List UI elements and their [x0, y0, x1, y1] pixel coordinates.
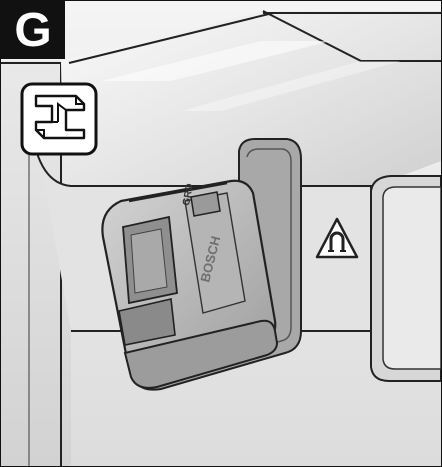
magnet-warning-icon [315, 217, 359, 259]
device-button-label: GRD [181, 183, 196, 207]
steel-i-beam-icon [20, 82, 98, 156]
figure-label-badge: G [1, 1, 65, 59]
laser-device [101, 179, 279, 389]
figure-label: G [14, 3, 52, 57]
